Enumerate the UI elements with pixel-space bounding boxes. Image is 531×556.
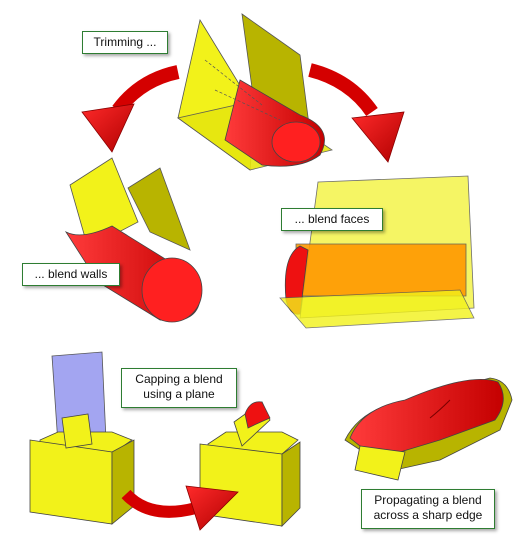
callout-propagating-line-1: Propagating a blend — [374, 493, 482, 507]
blend-faces-model — [279, 175, 475, 329]
capping-block-right — [199, 401, 301, 527]
callout-blend-faces-text: ... blend faces — [294, 212, 370, 226]
callout-blend-faces: ... blend faces — [281, 208, 383, 231]
callout-capping-line-2: using a plane — [143, 387, 215, 401]
arrow-capping — [121, 485, 239, 531]
callout-trimming: Trimming ... — [82, 31, 168, 54]
callout-trimming-text: Trimming ... — [93, 35, 157, 49]
callout-propagating: Propagating a blend across a sharp edge — [361, 489, 495, 529]
callout-capping-line-1: Capping a blend — [135, 372, 223, 386]
callout-capping: Capping a blend using a plane — [121, 368, 237, 408]
blend-walls-model — [64, 157, 203, 323]
capping-block-left — [29, 351, 135, 525]
callout-blend-walls-text: ... blend walls — [34, 267, 108, 281]
propagating-blend-model — [344, 377, 513, 481]
arrow-to-blend-faces — [308, 63, 405, 163]
callout-blend-walls: ... blend walls — [22, 263, 120, 286]
trimming-model — [177, 13, 333, 171]
arrow-to-blend-walls — [81, 65, 180, 153]
callout-propagating-line-2: across a sharp edge — [373, 508, 483, 522]
